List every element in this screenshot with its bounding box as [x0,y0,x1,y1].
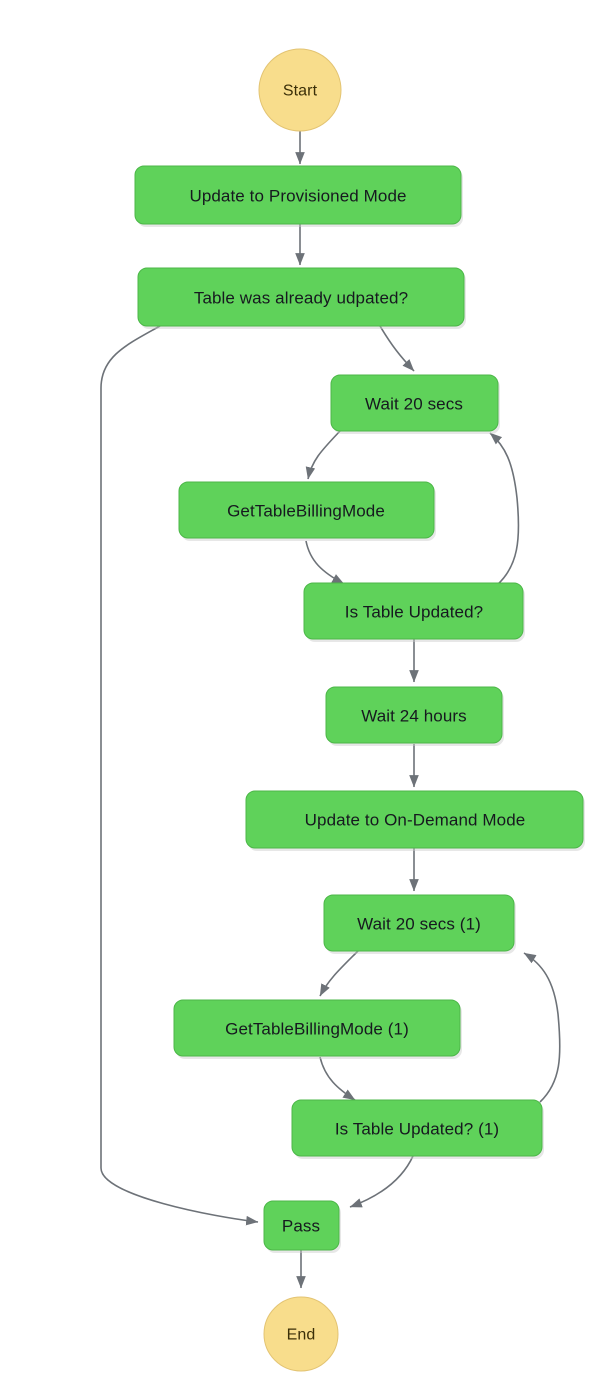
node-update-to-provisioned-mode[interactable]: Update to Provisioned Mode [134,165,463,227]
node-end[interactable]: End [263,1296,339,1372]
edge-wait-20-secs-to-get-billing-mode [305,430,341,480]
node-table-was-already-updated[interactable]: Table was already udpated? [137,267,466,329]
node-wait-24-hours[interactable]: Wait 24 hours [325,686,504,746]
node-layer: Start Update to Provisioned Mode Table w… [134,48,585,1372]
edge-get-billing-mode-1-to-is-table-updated-1 [319,1056,356,1101]
node-get-table-billing-mode[interactable]: GetTableBillingMode [178,481,436,541]
node-get-table-billing-mode-1[interactable]: GetTableBillingMode (1) [173,999,462,1059]
node-wait-20-secs-1[interactable]: Wait 20 secs (1) [323,894,516,954]
edge-get-billing-mode-to-is-table-updated [305,540,345,585]
edge-is-table-updated-1-to-pass [349,1155,414,1208]
node-is-table-updated-1[interactable]: Is Table Updated? (1) [291,1099,544,1159]
node-start[interactable]: Start [258,48,342,132]
edge-is-table-updated-to-wait-20-secs [489,432,520,586]
node-update-to-on-demand-mode[interactable]: Update to On-Demand Mode [245,790,585,851]
edge-table-already-updated-to-pass [100,325,259,1226]
edge-wait-20-secs-1-to-get-billing-mode-1 [319,950,359,997]
edge-layer [100,131,561,1289]
node-is-table-updated[interactable]: Is Table Updated? [303,582,525,642]
edge-table-already-updated-to-wait-20-secs [379,325,415,372]
node-wait-20-secs[interactable]: Wait 20 secs [330,374,500,434]
node-pass[interactable]: Pass [263,1200,341,1253]
edge-is-table-updated-1-to-wait-20-secs-1 [523,952,561,1103]
